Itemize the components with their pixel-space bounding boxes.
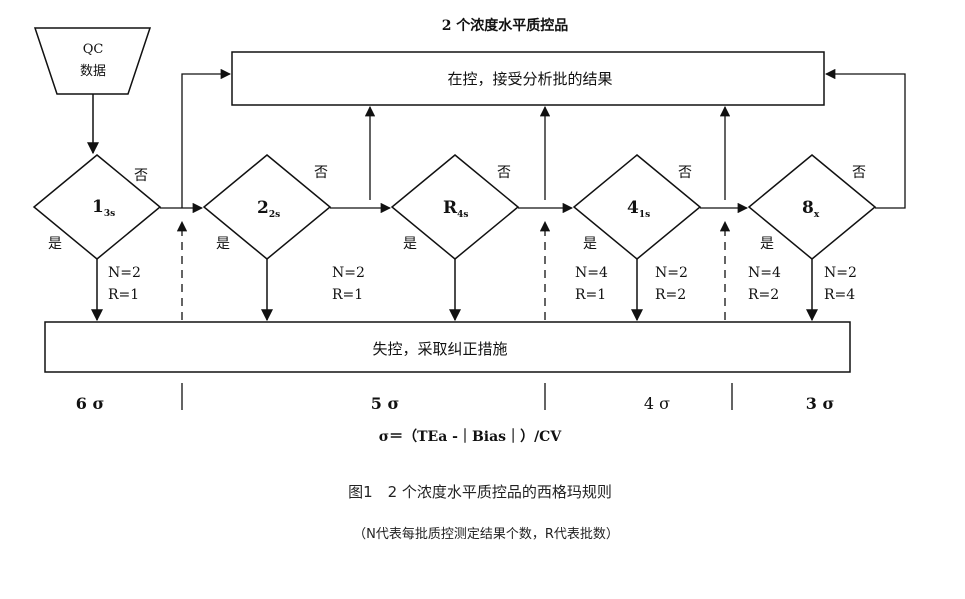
arrow-to-accept-from-6s — [181, 68, 232, 208]
diagram-title: 2 个浓度水平质控品 — [442, 17, 569, 34]
arrow-rule-5-to-accept — [824, 68, 906, 209]
figure-caption: 图1 2 个浓度水平质控品的西格玛规则 — [348, 483, 612, 501]
sigma-formula: σ＝（TEa -｜Bias｜）/CV — [379, 428, 563, 445]
nr-2-r: R=1 — [332, 287, 363, 303]
sigma-4-label: 4 σ — [644, 394, 670, 413]
rule-4-label: 41s — [627, 198, 650, 220]
yes-label-2: 是 — [216, 236, 230, 252]
sigma-5-label: 5 σ — [371, 394, 400, 413]
nr-4-n: N=2 — [655, 265, 688, 281]
nr-1-r: R=1 — [108, 287, 139, 303]
reject-box-label: 失控，采取纠正措施 — [372, 340, 507, 358]
sigma-6-label: 6 σ — [76, 394, 105, 413]
no-label-4: 否 — [678, 165, 692, 181]
rule-1-label: 13s — [92, 197, 115, 219]
figure-note: （N代表每批质控测定结果个数，R代表批数） — [353, 526, 619, 542]
nr-3-r: R=1 — [575, 287, 606, 303]
nr-6-r: R=4 — [824, 287, 855, 303]
no-label-5: 否 — [852, 165, 866, 181]
accept-box-label: 在控，接受分析批的结果 — [447, 70, 612, 88]
nr-4-r: R=2 — [655, 287, 686, 303]
no-label-1: 否 — [134, 168, 148, 184]
rule-2-label: 22s — [257, 198, 280, 220]
nr-5-n: N=4 — [748, 265, 781, 281]
nr-1-n: N=2 — [108, 265, 141, 281]
qc-data-trapezoid — [33, 27, 152, 95]
yes-label-5: 是 — [760, 236, 774, 252]
nr-6-n: N=2 — [824, 265, 857, 281]
sigma-3-label: 3 σ — [806, 394, 835, 413]
nr-2-n: N=2 — [332, 265, 365, 281]
nr-5-r: R=2 — [748, 287, 779, 303]
nr-3-n: N=4 — [575, 265, 608, 281]
accept-box — [231, 51, 825, 106]
rule-3-label: R4s — [443, 198, 468, 220]
rule-5-label: 8x — [802, 198, 820, 220]
qc-label: QC — [83, 42, 104, 57]
no-label-2: 否 — [314, 165, 328, 181]
yes-label-1: 是 — [48, 236, 62, 252]
reject-box — [44, 321, 851, 373]
no-label-3: 否 — [497, 165, 511, 181]
yes-label-3: 是 — [403, 236, 417, 252]
qc-data-label: 数据 — [80, 64, 106, 79]
yes-label-4: 是 — [583, 236, 597, 252]
